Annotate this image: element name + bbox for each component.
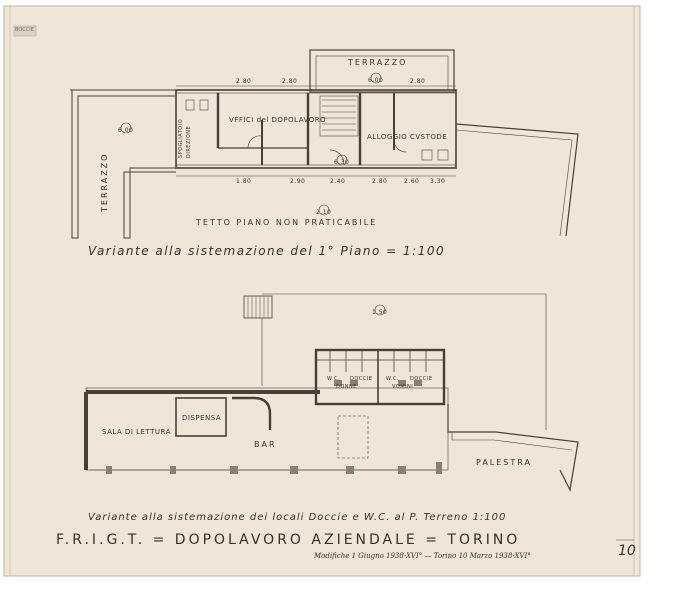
label-uffici: VFFICI del DOPOLAVORO	[229, 116, 327, 124]
label-docce-2: DOCCIE	[410, 376, 433, 382]
label-dispensa: DISPENSA	[182, 414, 222, 422]
dim-9: 3.30	[430, 178, 446, 185]
upper-floor-plan	[70, 49, 579, 239]
archive-stamp: BOCCIE	[15, 27, 34, 33]
drawing-title: F.R.I.G.T. = DOPOLAVORO AZIENDALE = TORI…	[56, 532, 521, 548]
dim-2: 2.80	[282, 78, 298, 85]
label-tetto: TETTO PIANO NON PRATICABILE	[196, 218, 378, 227]
dim-6: 2.40	[330, 178, 346, 185]
label-sala-lettura: SALA DI LETTURA	[102, 428, 171, 436]
dim-8: 2.60	[404, 178, 420, 185]
elevation-6-00-left: 6.00	[118, 127, 134, 134]
label-wc-1: W.C.	[327, 376, 341, 382]
label-uomini: VOMINI	[392, 384, 414, 390]
label-spogliatoio: SPOGLIATOIO	[178, 118, 184, 158]
label-terrazzo-left: TERRAZZO	[100, 152, 109, 212]
label-palestra: PALESTRA	[476, 458, 532, 467]
dim-1: 2.80	[236, 78, 252, 85]
label-terrazzo-top: TERRAZZO	[348, 58, 408, 67]
signature-note: Modifiche 1 Giugno 1938-XVI° — Torino 10…	[314, 552, 531, 560]
label-wc-2: W.C.	[386, 376, 400, 382]
elevation-6-00-top: 6.00	[368, 77, 384, 84]
label-docce-1: DOCCIE	[350, 376, 373, 382]
dim-4: 1.80	[236, 178, 252, 185]
label-donne: DONNE	[336, 384, 357, 390]
elevation-1-50: 1.50	[372, 309, 388, 316]
label-direzione: DIREZIONE	[186, 125, 192, 158]
caption-upper: Variante alla sistemazione del 1° Piano …	[88, 244, 446, 258]
elevation-6-30: 6.30	[334, 159, 350, 166]
ground-floor-plan	[84, 293, 579, 492]
dim-7: 2.80	[372, 178, 388, 185]
label-bar: BAR	[254, 440, 277, 449]
sheet-number: 10	[618, 543, 636, 559]
label-alloggio: ALLOGGIO CVSTODE	[367, 133, 448, 141]
elevation-2-10: 2.10	[316, 209, 332, 216]
caption-lower: Variante alla sistemazione dei locali Do…	[88, 512, 507, 523]
dim-3: 2.80	[410, 78, 426, 85]
dim-5: 2.90	[290, 178, 306, 185]
